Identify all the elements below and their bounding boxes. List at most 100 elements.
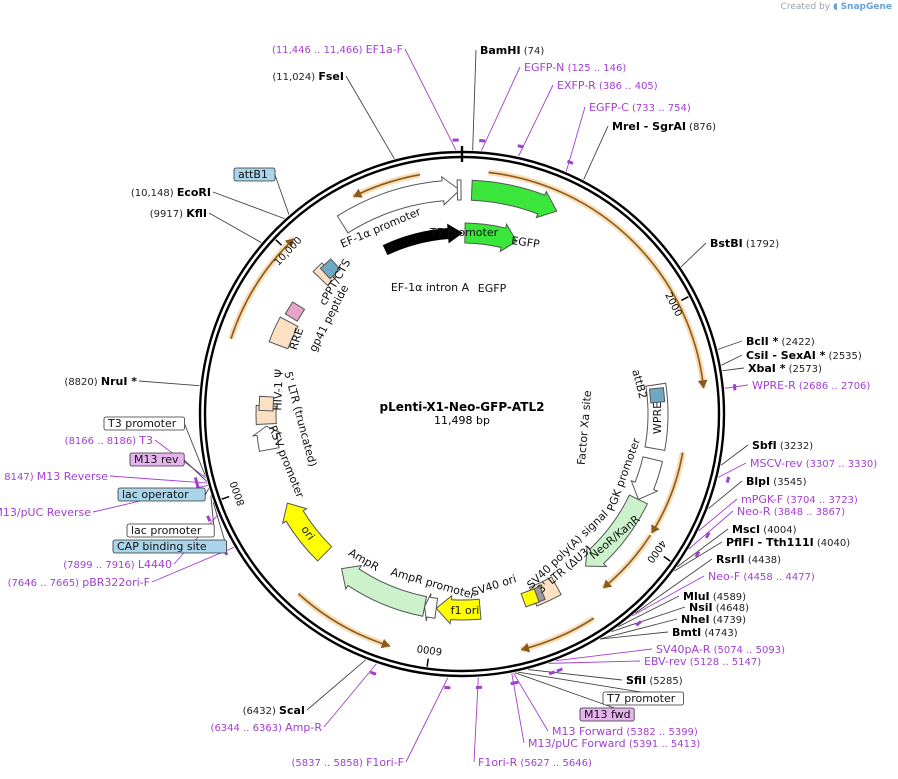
primer-label-part: SV40pA-R [656,643,711,656]
primer-leader-line [513,672,549,732]
orf-arrows [228,169,708,653]
site-leader-line [722,367,745,372]
primer-label-part: F1ori-R [478,756,518,769]
primer-label: M13 Forward (5382 .. 5399) [552,725,698,738]
primer-label-part: EXFP-R [557,79,596,92]
primer-leader-line [631,575,705,617]
primer-label-part: (5627 .. 5646) [517,758,592,769]
primer-label-part: (8166 .. 8186) [65,436,140,447]
primer-label-part: (8131 .. 8147) [0,472,37,483]
feature-chip-label: T3 promoter [107,417,177,430]
site-label-part: ScaI [279,704,305,717]
feature-chip-label: M13 rev [134,453,179,466]
orf-arrowhead [380,638,390,649]
primer-marker [479,139,486,143]
site-leader-line [677,528,729,568]
primer-marker [510,681,517,686]
primer-label: (8166 .. 8186) T3 [65,434,153,447]
primer-label-part: (7899 .. 7916) [63,560,138,571]
feature-chip [233,167,276,182]
primer-label-part: M13 Reverse [37,470,108,483]
credit-prefix: Created by [780,2,831,12]
primer-marker [566,159,574,165]
tick-label: 6000 [416,642,443,656]
site-label-part: SbfI [752,439,777,452]
primer-marker [556,667,563,673]
site-label-part: (2573) [785,364,822,375]
site-label: BlpI (3545) [746,475,807,488]
site-label: BamHI (74) [480,44,544,57]
primer-label-part: (386 .. 405) [596,81,658,92]
primer-label-part: EBV-rev [644,655,687,668]
tick-mark [680,296,689,302]
site-label-part: BstBI [710,237,743,250]
primer-label-part: EGFP-N [524,61,564,74]
feature-chip [103,416,185,431]
primer-marker [475,685,482,690]
primer-label-part: WPRE-R [752,379,796,392]
feature-f1-ori [435,594,482,625]
primer-label-part: L4440 [138,558,172,571]
primer-label-part: (733 .. 754) [629,103,691,114]
snapgene-credit: Created by ◖ SnapGene [781,2,892,12]
site-label-part: (6432) [243,706,279,717]
feature-marker [284,301,306,322]
orf-arrow [488,171,705,389]
feature-label-egfp_inner: EGFP [478,282,507,295]
feature-rsv-promoter [251,425,283,452]
feature-chip [129,452,185,467]
primer-leader-line [518,84,554,157]
feature-chip [117,487,206,502]
feature-chip [579,707,635,722]
feature-rre [268,316,299,350]
site-label-part: (2535) [825,351,862,362]
site-label-part: MreI - SgrAI [612,120,686,133]
feature-chip-label: lac operator [122,488,189,501]
site-label: NsiI (4648) [689,601,749,614]
primer-label-part: Neo-F [708,570,740,583]
orf-arrowhead [353,188,363,198]
primer-marker [635,620,642,627]
site-label: (8820) NruI * [64,375,137,388]
primer-label-part: (3704 .. 3723) [783,495,858,506]
primer-label-part: mPGK-F [741,493,783,506]
primer-label-part: M13 Forward [552,725,623,738]
site-leader-line [708,480,743,509]
site-leader-line [306,659,367,711]
leader-lines [92,48,749,763]
site-label-part: (3232) [777,441,814,452]
primer-leader-line [481,66,521,151]
site-leader-line [721,354,743,366]
primer-label: (11,446 .. 11,466) EF1a-F [272,43,403,56]
site-label-part: (4648) [713,603,750,614]
site-label: CsiI - SexAI * (2535) [746,349,862,362]
primer-label: SV40pA-R (5074 .. 5093) [656,643,785,656]
feature-neor-kanr [585,494,649,568]
feature-chip-label: lac promoter [131,524,202,537]
primer-label-part: (5837 .. 5858) [291,758,366,769]
primer-label: F1ori-R (5627 .. 5646) [478,756,592,769]
site-label-part: (9917) [150,209,186,220]
feature-label-sv40ori: SV40 ori [470,572,518,599]
primer-label: EGFP-N (125 .. 146) [524,61,626,74]
site-leader-line [345,75,395,160]
feature-ef-1-promoter [336,175,461,234]
primer-marker [193,477,199,484]
site-label-part: BlpI [746,475,770,488]
tick-mark [426,658,429,667]
primer-label-part: (5074 .. 5093) [710,645,785,656]
feature-egfp [470,179,558,219]
feature-ef-1-intron-a [382,223,463,256]
primer-leader-line [724,384,749,389]
primer-label: (7646 .. 7665) pBR322ori-F [8,576,150,589]
feature-chip [112,539,227,554]
primer-label: WPRE-R (2686 .. 2706) [752,379,870,392]
site-leader-line [138,380,200,387]
primer-label-part: (5391 .. 5413) [626,739,701,750]
primer-leader-line [323,663,377,728]
backbone [198,146,726,678]
primer-label: M13/pUC Forward (5391 .. 5413) [528,737,700,750]
primer-label: (8131 .. 8147) M13 Reverse [0,470,108,483]
primer-label-part: MSCV-rev [750,457,803,470]
